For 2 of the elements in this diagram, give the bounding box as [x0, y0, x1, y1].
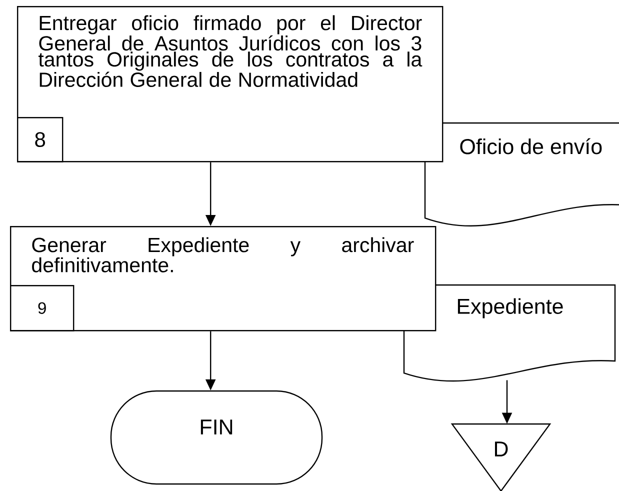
step-number-box: 8: [17, 117, 64, 162]
step-number-box: 9: [10, 285, 74, 332]
